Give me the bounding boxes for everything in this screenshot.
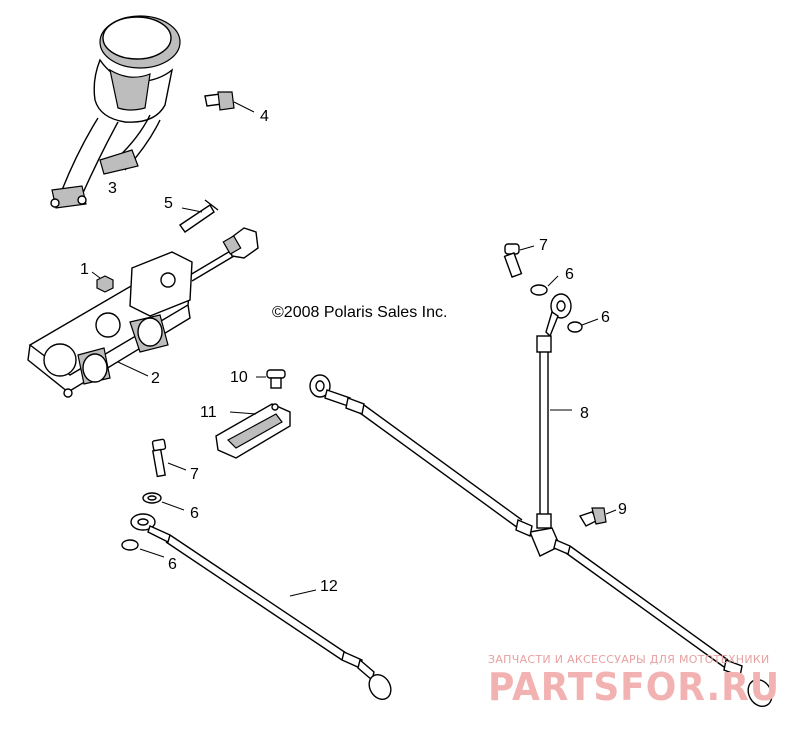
callout-6-left-top: 6 (190, 505, 199, 522)
bolt-part-7-left (151, 438, 187, 478)
t-fitting-and-lines (309, 374, 773, 708)
callout-11: 11 (200, 404, 217, 421)
callout-2: 2 (151, 370, 160, 387)
bolt-part-9 (578, 507, 617, 527)
callout-8: 8 (580, 405, 589, 422)
callout-12: 12 (320, 578, 338, 595)
washer-part-6-left-top (142, 492, 185, 511)
washer-part-6-right-side (567, 318, 599, 333)
watermark-tagline: ЗАПЧАСТИ И АКСЕССУАРЫ ДЛЯ МОТОТЕХНИКИ (488, 653, 770, 666)
callout-7-left: 7 (190, 466, 199, 483)
callout-6-right-side: 6 (601, 309, 610, 326)
callout-9: 9 (618, 501, 627, 518)
nut-part-1 (91, 271, 114, 293)
callout-6-left-bottom: 6 (168, 556, 177, 573)
washer-part-6-right-top (530, 275, 559, 296)
washer-part-6-left-bottom (121, 539, 165, 558)
bracket-part-11 (215, 403, 291, 459)
bolt-part-10 (256, 369, 286, 389)
callout-7-right: 7 (539, 237, 548, 254)
pushrod-part-5 (179, 199, 259, 282)
bolt-part-7-right (503, 243, 535, 278)
master-cylinder-part-2 (27, 251, 193, 398)
callout-4: 4 (260, 108, 269, 125)
copyright-text: ©2008 Polaris Sales Inc. (272, 304, 447, 321)
callout-3: 3 (108, 180, 117, 197)
watermark-brand: PARTSFOR.RU (488, 665, 780, 709)
brake-hose-part-8 (536, 293, 572, 529)
callout-5: 5 (164, 195, 173, 212)
watermark: ЗАПЧАСТИ И АКСЕССУАРЫ ДЛЯ МОТОТЕХНИКИ PA… (488, 653, 780, 709)
brake-hose-part-12 (130, 513, 392, 701)
bolt-part-4 (204, 91, 255, 113)
reservoir-assembly (50, 15, 181, 209)
callout-1: 1 (80, 261, 89, 278)
callout-6-right-top: 6 (565, 266, 574, 283)
callout-10: 10 (230, 369, 248, 386)
